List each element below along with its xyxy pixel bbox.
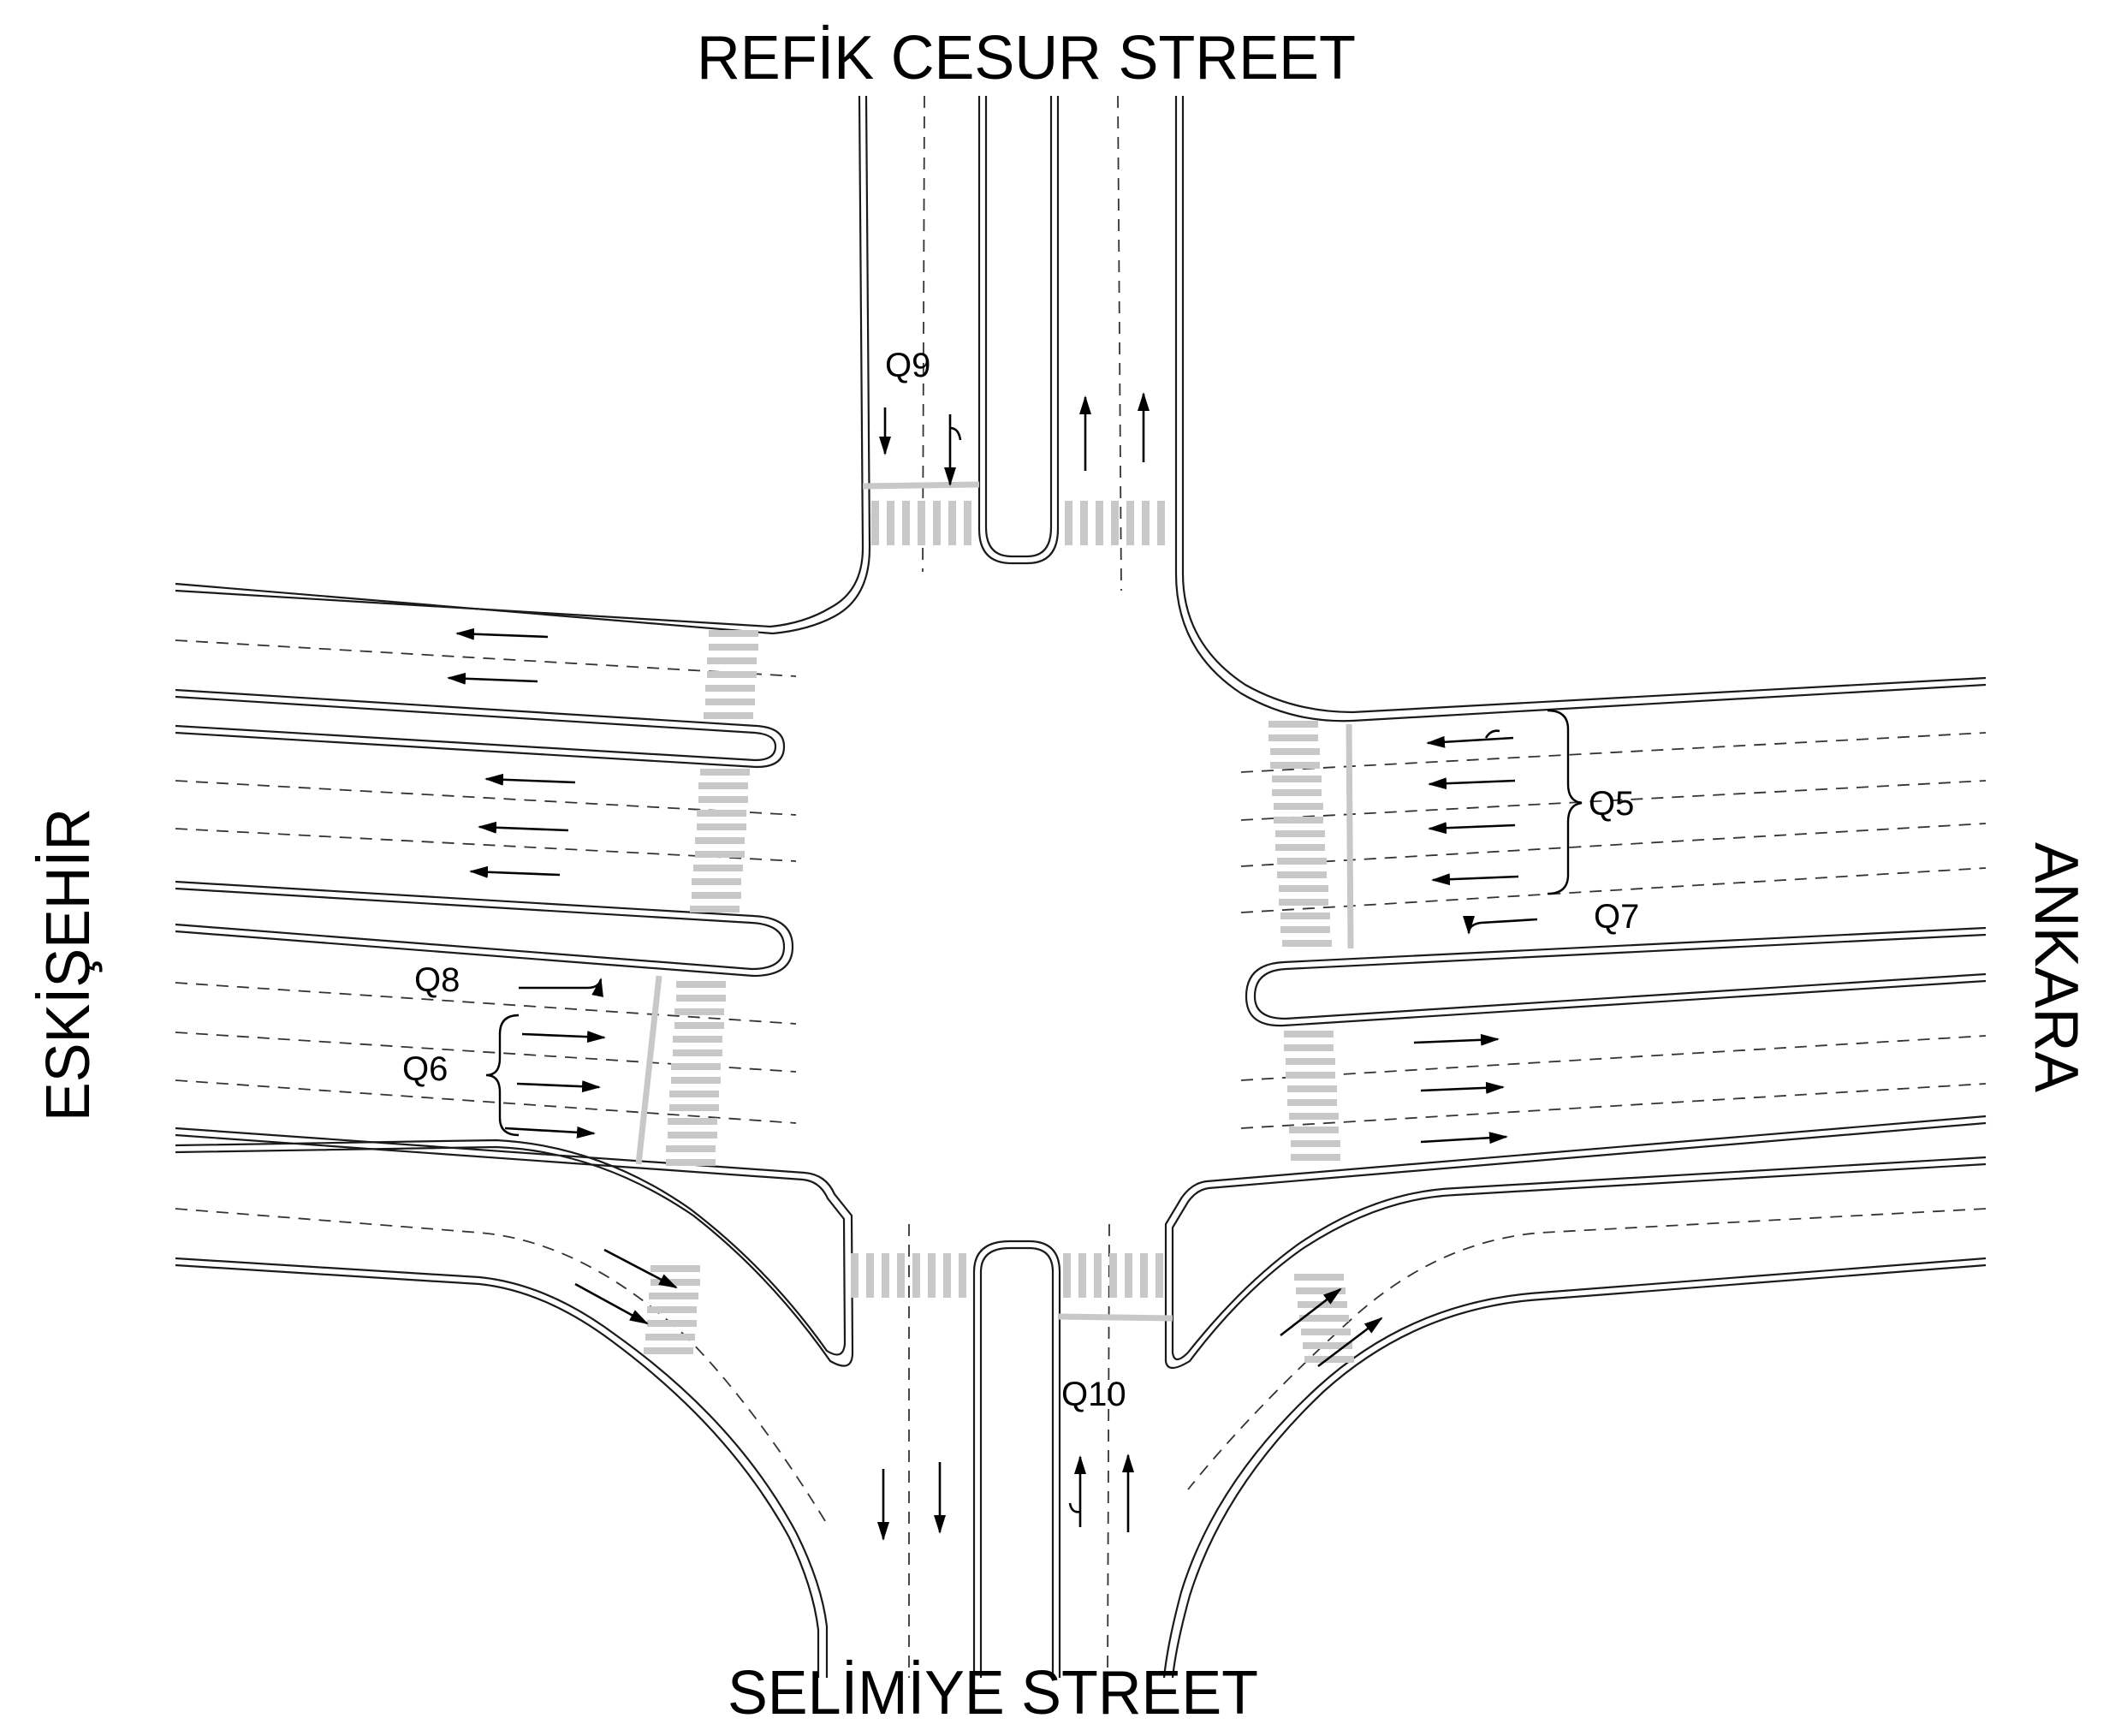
crosswalk-west-slip bbox=[644, 1265, 700, 1354]
crosswalk-east-upper bbox=[1268, 721, 1332, 947]
arrow-uturn-west bbox=[1463, 915, 1538, 935]
crosswalk-east-slip bbox=[1294, 1274, 1354, 1363]
queue-label-q6: Q6 bbox=[402, 1050, 448, 1088]
crosswalk-west-middle bbox=[690, 769, 750, 913]
crosswalk-north-left bbox=[871, 501, 971, 545]
arrow-right bbox=[521, 1031, 606, 1043]
arrow-left bbox=[478, 821, 569, 834]
crosswalk-south-right bbox=[1063, 1253, 1163, 1298]
crosswalk-east-lower bbox=[1284, 1031, 1340, 1161]
braces bbox=[485, 709, 1583, 1137]
arrow-left bbox=[447, 672, 538, 685]
arrow-left bbox=[469, 865, 561, 878]
queue-label-q9: Q9 bbox=[885, 347, 930, 384]
arrow-diag bbox=[1317, 1317, 1383, 1368]
crosswalk-north-right bbox=[1065, 501, 1165, 545]
arrow-diag bbox=[574, 1282, 649, 1325]
arrow-right bbox=[1420, 1132, 1508, 1144]
arrow-right bbox=[1413, 1033, 1500, 1046]
street-label-north: REFİK CESUR STREET bbox=[697, 24, 1356, 92]
arrow-left bbox=[1428, 777, 1516, 790]
lane-lines bbox=[175, 95, 1987, 1679]
queue-label-q5: Q5 bbox=[1589, 785, 1634, 823]
uturn-hook bbox=[1484, 729, 1500, 739]
queue-label-q7: Q7 bbox=[1594, 898, 1639, 936]
arrow-left bbox=[484, 773, 576, 786]
uturn-hook bbox=[949, 426, 962, 441]
uturn-hook bbox=[1068, 1502, 1081, 1513]
arrow-uturn-east bbox=[519, 978, 603, 997]
arrow-right bbox=[1420, 1081, 1505, 1094]
arrow-diag bbox=[603, 1248, 678, 1289]
road-edges bbox=[175, 95, 1987, 1679]
arrow-left bbox=[1428, 822, 1516, 835]
arrow-left bbox=[1431, 873, 1519, 886]
arrow-left bbox=[1426, 735, 1514, 748]
street-label-west: ESKİŞEHİR bbox=[34, 808, 103, 1121]
arrow-right bbox=[504, 1126, 596, 1139]
queue-label-q8: Q8 bbox=[414, 961, 460, 999]
arrow-right bbox=[516, 1080, 601, 1093]
brace-q6 bbox=[485, 1014, 520, 1137]
direction-arrows bbox=[447, 392, 1538, 1541]
crosswalk-south-left bbox=[851, 1253, 966, 1298]
street-label-south: SELİMİYE STREET bbox=[728, 1659, 1258, 1727]
brace-q5 bbox=[1547, 709, 1583, 895]
crosswalk-west-lower bbox=[666, 981, 726, 1166]
stop-lines bbox=[635, 481, 1354, 1322]
arrow-left bbox=[455, 627, 549, 640]
crosswalk-west-upper bbox=[704, 630, 758, 719]
street-label-east: ANKARA bbox=[2022, 842, 2090, 1092]
arrow-diag bbox=[1280, 1287, 1342, 1337]
queue-label-q10: Q10 bbox=[1061, 1376, 1126, 1413]
labels: REFİK CESUR STREET SELİMİYE STREET ESKİŞ… bbox=[34, 24, 2090, 1727]
